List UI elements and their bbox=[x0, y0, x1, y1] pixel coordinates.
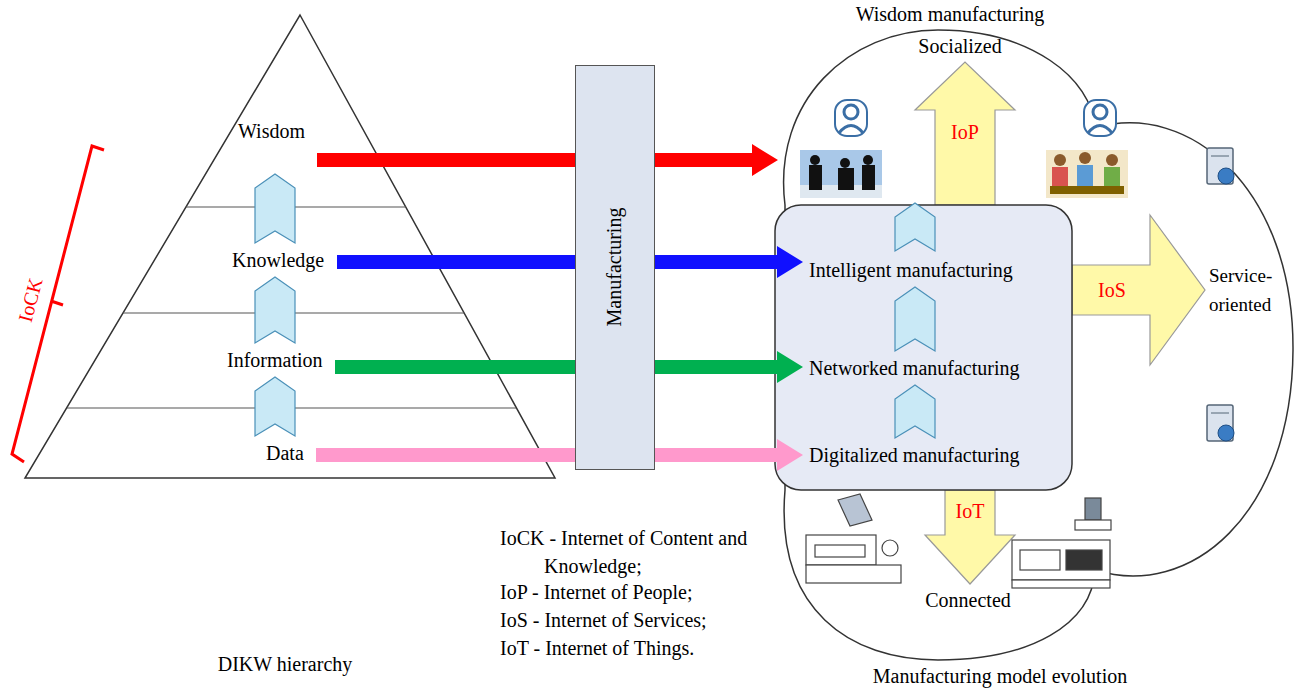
manufacturing-box: Manufacturing bbox=[575, 65, 655, 470]
manufacturing-level: Intelligent manufacturing bbox=[803, 255, 1019, 285]
flow-arrow bbox=[316, 439, 803, 471]
pyramid-level: Data bbox=[260, 438, 310, 468]
pyramid-level: Knowledge bbox=[226, 245, 331, 275]
chevron bbox=[895, 203, 935, 251]
ios-arrow bbox=[1072, 215, 1205, 365]
iot-arrow bbox=[925, 490, 1015, 584]
pyramid-level: Information bbox=[221, 345, 329, 375]
legend-line: IoT - Internet of Things. bbox=[500, 636, 694, 660]
iock-bracket bbox=[12, 146, 104, 462]
arrow-label: IoP bbox=[951, 120, 979, 144]
direction-label: Service-oriented bbox=[1209, 262, 1285, 319]
cloud-region: Wisdom manufacturingManufacturing model … bbox=[778, 0, 1294, 689]
bracket-label: IoCK bbox=[13, 275, 48, 324]
chevron-arrow bbox=[895, 385, 935, 438]
inner-box bbox=[775, 205, 1072, 490]
person-icon bbox=[835, 100, 867, 136]
chevron-arrow bbox=[255, 174, 295, 243]
chevron-arrow bbox=[255, 377, 295, 436]
machine-icon bbox=[1012, 498, 1111, 588]
arrow-label: IoS bbox=[1098, 278, 1126, 302]
legend-line: IoP - Internet of People; bbox=[500, 580, 693, 604]
node-text: Networked manufacturing bbox=[809, 356, 1020, 380]
server-icon bbox=[1207, 148, 1234, 184]
iop-arrow bbox=[915, 62, 1015, 205]
flow-arrow bbox=[335, 351, 803, 383]
node-text: Data bbox=[266, 441, 304, 465]
person-icon bbox=[1084, 100, 1116, 136]
arrow-label: IoT bbox=[956, 499, 985, 523]
pyramid: DIKW hierarchy WisdomKnowledgeInformation… bbox=[0, 0, 580, 689]
node-text: Manufacturing bbox=[603, 208, 627, 327]
node-text: Wisdom bbox=[238, 119, 305, 143]
node-text: Information bbox=[227, 348, 323, 372]
manufacturing-level: Networked manufacturing bbox=[803, 353, 1026, 383]
legend-line: IoS - Internet of Services; bbox=[500, 608, 707, 632]
legend-line: IoCK - Internet of Content and Knowledge… bbox=[500, 524, 762, 580]
manufacturing-level: Digitalized manufacturing bbox=[803, 440, 1026, 470]
direction-label: Connected bbox=[925, 588, 1011, 612]
meeting-picture bbox=[800, 150, 882, 198]
flow-arrow bbox=[317, 144, 778, 176]
pyramid-outline bbox=[25, 15, 555, 478]
node-text: Wisdom manufacturing bbox=[856, 2, 1045, 26]
node-text: Intelligent manufacturing bbox=[809, 258, 1013, 282]
band-line bbox=[186, 206, 406, 207]
node-text: Manufacturing model evolution bbox=[873, 664, 1127, 688]
direction-label: Socialized bbox=[918, 34, 1001, 58]
machine-icon bbox=[806, 494, 901, 583]
meeting-picture bbox=[1046, 150, 1128, 198]
chevron-arrow bbox=[255, 277, 295, 343]
node-text: Knowledge bbox=[232, 248, 325, 272]
chevron-arrow bbox=[895, 287, 935, 351]
node-text: DIKW hierarchy bbox=[218, 652, 353, 676]
node-text: Digitalized manufacturing bbox=[809, 443, 1020, 467]
pyramid-level: Wisdom bbox=[232, 116, 311, 172]
server-icon bbox=[1207, 405, 1234, 441]
flow-arrow bbox=[337, 246, 803, 278]
